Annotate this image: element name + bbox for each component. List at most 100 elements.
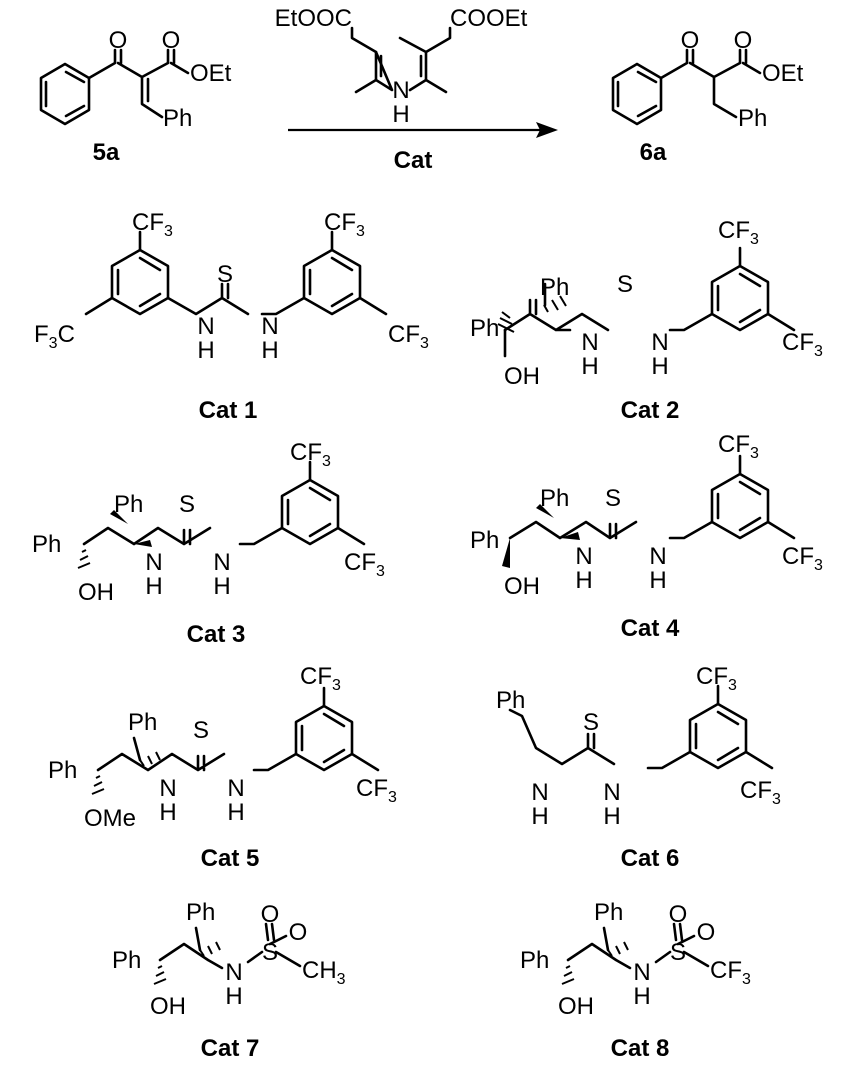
catalyst-6-label: Cat 6 [621,845,680,872]
reactant-ester-oxygen: O [162,27,181,54]
cat6-phenyl: Ph [496,687,525,714]
catalyst-4-label: Cat 4 [621,615,680,642]
hantzsch-ester-reagent: EtOOC COOEt N H [275,5,528,128]
cat3-hydrogen-right: H [213,573,230,600]
catalyst-1-label: Cat 1 [199,397,258,424]
cat5-nitrogen-right: N [227,775,244,802]
cat3-nitrogen-left: N [145,549,162,576]
reactant-phenyl: Ph [163,105,192,132]
cat5-nitrogen-left: N [159,775,176,802]
cat2-hydrogen-right: H [651,353,668,380]
cat7-oxygen-right: O [289,919,308,946]
cat8-phenyl-left: Ph [520,947,549,974]
catalyst-5-structure: Ph Ph OMe S N H N H CF3 CF3 Cat 5 [48,663,397,872]
cat8-oxygen-right: O [697,919,716,946]
reagent-label-cat: Cat [394,147,433,174]
cat4-nitrogen-right: N [649,543,666,570]
cat3-hydroxyl: OH [78,579,114,606]
cat2-hydroxyl: OH [504,363,540,390]
cat5-hydrogen-right: H [227,799,244,826]
catalyst-5-label: Cat 5 [201,845,260,872]
cat1-f3c-left: F3C [34,321,75,352]
product-phenyl: Ph [738,105,767,132]
cat8-oxygen-top: O [669,901,688,928]
cat4-phenyl-left: Ph [470,527,499,554]
cat8-nitrogen: N [633,959,650,986]
cat3-cf3-right: CF3 [344,549,385,580]
hantzsch-hydrogen: H [392,101,409,128]
cat2-nitrogen-right: N [651,329,668,356]
cat4-cf3-right: CF3 [782,543,823,574]
cat2-hydrogen-left: H [581,353,598,380]
hantzsch-left-ester: EtOOC [275,5,352,32]
reactant-ester-group: OEt [190,60,232,87]
cat2-cf3-top: CF3 [718,217,759,248]
hantzsch-nitrogen: N [392,77,409,104]
catalyst-4-structure: Ph Ph OH S N H N H CF3 CF3 Cat 4 [470,431,823,642]
cat4-cf3-top: CF3 [718,431,759,462]
cat6-hydrogen-right: H [603,803,620,830]
cat5-cf3-top: CF3 [300,663,341,694]
cat1-nitrogen-right: N [261,313,278,340]
catalyst-8-structure: Ph Ph OH N H S O O CF3 Cat 8 [520,899,751,1062]
cat8-hydrogen: H [633,983,650,1010]
cat1-cf3-left-top: CF3 [132,209,173,240]
cat8-hydroxyl: OH [558,993,594,1020]
catalyst-2-label: Cat 2 [621,397,680,424]
cat6-cf3-right: CF3 [740,777,781,808]
cat5-phenyl-top: Ph [128,709,157,736]
cat6-hydrogen-left: H [531,803,548,830]
reactant-carbonyl-oxygen: O [109,27,128,54]
cat3-phenyl-top: Ph [114,491,143,518]
cat5-hydrogen-left: H [159,799,176,826]
cat3-hydrogen-left: H [145,573,162,600]
cat8-phenyl-top: Ph [594,899,623,926]
cat7-phenyl-left: Ph [112,947,141,974]
cat1-cf3-right-top: CF3 [324,209,365,240]
cat7-nitrogen: N [225,959,242,986]
cat4-phenyl-top: Ph [540,485,569,512]
cat1-cf3-right: CF3 [388,321,429,352]
catalyst-6-structure: Ph S N H N H CF3 CF3 Cat 6 [496,663,781,872]
catalyst-7-label: Cat 7 [201,1035,260,1062]
cat2-nitrogen-left: N [581,329,598,356]
cat8-sulfur: S [670,939,686,966]
cat4-hydroxyl: OH [504,573,540,600]
cat1-nitrogen-left: N [197,313,214,340]
reactant-label-5a: 5a [93,139,120,166]
product-ester-group: OEt [762,60,804,87]
product-ester-oxygen: O [734,27,753,54]
cat7-methyl: CH3 [302,957,346,988]
cat2-phenyl-left: Ph [470,315,499,342]
cat4-nitrogen-left: N [575,543,592,570]
cat2-cf3-right: CF3 [782,329,823,360]
cat1-sulfur: S [217,261,233,288]
cat2-phenyl-top: Ph [540,274,569,301]
catalyst-3-structure: Ph Ph OH S N H N H CF3 CF3 Cat 3 [32,439,385,648]
cat3-cf3-top: CF3 [290,439,331,470]
cat3-nitrogen-right: N [213,549,230,576]
cat2-sulfur: S [617,271,633,298]
cat5-methoxy: OMe [84,805,136,832]
product-6a: O O OEt Ph 6a [611,27,804,166]
product-label-6a: 6a [640,139,667,166]
cat1-hydrogen-left: H [197,337,214,364]
cat7-hydrogen: H [225,983,242,1010]
reaction-arrow: Cat [288,122,558,174]
cat5-phenyl-left: Ph [48,757,77,784]
cat7-phenyl-top: Ph [186,899,215,926]
cat8-trifluoromethyl: CF3 [710,957,751,988]
cat1-hydrogen-right: H [261,337,278,364]
cat5-cf3-right: CF3 [356,775,397,806]
cat7-oxygen-top: O [261,901,280,928]
reactant-5a: O O OEt Ph 5a [39,27,232,166]
cat7-hydroxyl: OH [150,993,186,1020]
catalyst-2-structure: Ph Ph OH S N H N H CF3 CF3 Cat 2 [470,217,823,424]
cat3-phenyl-left: Ph [32,531,61,558]
cat4-hydrogen-right: H [649,567,666,594]
cat4-hydrogen-left: H [575,567,592,594]
catalyst-8-label: Cat 8 [611,1035,670,1062]
cat7-sulfur: S [262,939,278,966]
cat3-sulfur: S [179,491,195,518]
cat6-nitrogen-right: N [603,779,620,806]
